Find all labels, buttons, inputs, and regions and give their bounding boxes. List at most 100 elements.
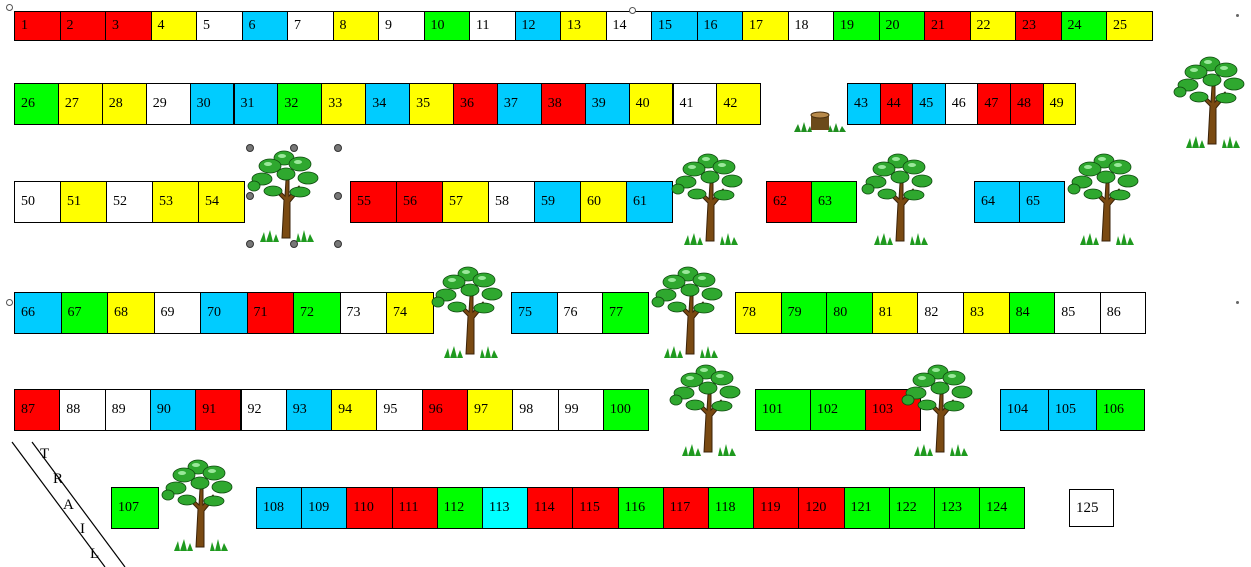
cell-number: 47 <box>984 97 998 111</box>
cell-number: 91 <box>202 403 216 417</box>
board-cell: 102 <box>810 389 866 431</box>
cell-number: 18 <box>795 19 809 33</box>
cell-number: 116 <box>625 501 645 515</box>
selection-handle[interactable] <box>629 7 636 14</box>
board-cell: 124 <box>979 487 1025 529</box>
cell-number: 68 <box>114 306 128 320</box>
board-cell: 123 <box>934 487 980 529</box>
cell-number: 56 <box>403 195 417 209</box>
cell-number: 67 <box>68 306 82 320</box>
cell-number: 123 <box>941 501 962 515</box>
board-cell: 46 <box>945 83 979 125</box>
resize-handle[interactable] <box>246 192 254 200</box>
cell-number: 4 <box>158 19 165 33</box>
cell-number: 84 <box>1016 306 1030 320</box>
cell-number: 62 <box>773 195 787 209</box>
cell-number: 72 <box>300 306 314 320</box>
selection-handle[interactable] <box>6 4 13 11</box>
board-cell: 38 <box>541 83 586 125</box>
cell-number: 106 <box>1103 403 1124 417</box>
board-cell: 33 <box>321 83 366 125</box>
cell-number: 3 <box>112 19 119 33</box>
resize-handle[interactable] <box>334 240 342 248</box>
board-cell: 115 <box>572 487 618 529</box>
board-cell: 40 <box>629 83 674 125</box>
board-cell: 111 <box>392 487 438 529</box>
cell-number: 50 <box>21 195 35 209</box>
board-cell: 60 <box>580 181 627 223</box>
cell-number: 73 <box>347 306 361 320</box>
board-cell: 26 <box>14 83 59 125</box>
board-cell: 66 <box>14 292 62 334</box>
board-cell: 54 <box>198 181 245 223</box>
marker-dot <box>1236 14 1239 17</box>
board-cell: 50 <box>14 181 61 223</box>
cell-number: 109 <box>308 501 329 515</box>
board-cell: 13 <box>560 11 607 41</box>
board-cell: 75 <box>511 292 558 334</box>
resize-handle[interactable] <box>290 240 298 248</box>
cell-number: 33 <box>328 97 342 111</box>
cell-number: 76 <box>564 306 578 320</box>
cell-number: 112 <box>444 501 464 515</box>
cell-number: 63 <box>818 195 832 209</box>
board-cell: 89 <box>105 389 151 431</box>
board-cell: 95 <box>376 389 422 431</box>
cell-number: 115 <box>579 501 599 515</box>
resize-handle[interactable] <box>246 240 254 248</box>
board-cell: 62 <box>766 181 812 223</box>
cell-number: 59 <box>541 195 555 209</box>
cell-number: 29 <box>153 97 167 111</box>
cell-number: 97 <box>474 403 488 417</box>
cell-number: 122 <box>896 501 917 515</box>
resize-handle[interactable] <box>334 192 342 200</box>
board-cell: 2 <box>60 11 107 41</box>
resize-handle[interactable] <box>290 144 298 152</box>
cell-number: 53 <box>159 195 173 209</box>
cell-number: 21 <box>931 19 945 33</box>
cell-number: 103 <box>872 403 893 417</box>
board-cell: 41 <box>673 83 718 125</box>
board-cell: 104 <box>1000 389 1049 431</box>
cell-number: 35 <box>416 97 430 111</box>
cell-number: 65 <box>1026 195 1040 209</box>
board-cell: 32 <box>277 83 322 125</box>
cell-number: 69 <box>161 306 175 320</box>
resize-handle[interactable] <box>334 144 342 152</box>
board-cell: 109 <box>301 487 347 529</box>
board-cell: 77 <box>602 292 649 334</box>
cell-number: 105 <box>1055 403 1076 417</box>
board-cell: 31 <box>234 83 279 125</box>
board-cell: 73 <box>340 292 388 334</box>
cell-number: 90 <box>157 403 171 417</box>
cell-number: 49 <box>1050 97 1064 111</box>
board-cell: 74 <box>386 292 434 334</box>
board-cell: 105 <box>1048 389 1097 431</box>
board-cell: 6 <box>242 11 289 41</box>
board-cell: 112 <box>437 487 483 529</box>
board-cell: 69 <box>154 292 202 334</box>
board-cell: 65 <box>1019 181 1065 223</box>
cell-number: 114 <box>534 501 554 515</box>
cell-number: 17 <box>749 19 763 33</box>
selection-handle[interactable] <box>6 299 13 306</box>
board-cell: 29 <box>146 83 191 125</box>
board-cell: 18 <box>788 11 835 41</box>
cell-number: 32 <box>284 97 298 111</box>
cell-number: 98 <box>519 403 533 417</box>
cell-number: 79 <box>788 306 802 320</box>
cell-number: 117 <box>670 501 690 515</box>
cell-number: 13 <box>567 19 581 33</box>
resize-handle[interactable] <box>246 144 254 152</box>
board-cell: 42 <box>716 83 761 125</box>
cell-number: 41 <box>680 97 694 111</box>
board-cell: 24 <box>1061 11 1108 41</box>
cell-number: 43 <box>854 97 868 111</box>
board-cell: 108 <box>256 487 302 529</box>
cell-number: 52 <box>113 195 127 209</box>
cell-number: 10 <box>431 19 445 33</box>
cell-number: 71 <box>254 306 268 320</box>
board-cell: 8 <box>333 11 380 41</box>
board-cell: 78 <box>735 292 782 334</box>
cell-number: 80 <box>833 306 847 320</box>
